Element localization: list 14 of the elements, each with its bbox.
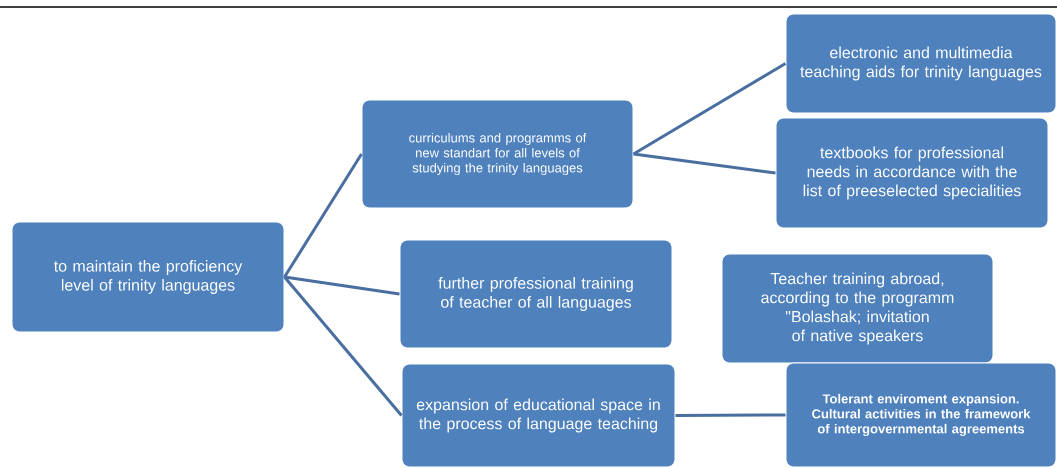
text-box: Tolerant enviroment expansion. Cultural activities in the framework of intergovernmental agreements bbox=[785, 362, 1057, 468]
connector-line bbox=[632, 62, 787, 156]
text-box: expansion of educational space in the process of language teaching bbox=[401, 363, 676, 468]
text-box: further professional training of teacher of all languages bbox=[399, 239, 673, 349]
text-box: to maintain the proficiency level of trinity languages bbox=[11, 221, 285, 333]
text-box: curriculums and programms of new standart for all levels of studying the trinity languages bbox=[361, 99, 634, 209]
connector-line bbox=[633, 152, 776, 175]
connector-line bbox=[675, 413, 786, 417]
text-box: Teacher training abroad, according to the programm "Bolashak; invitation of native speakers bbox=[721, 253, 994, 364]
text-box: textbooks for professional needs in accordance with the list of preeselected specialities bbox=[775, 117, 1049, 229]
text-box: electronic and multimedia teaching aids for trinity languages bbox=[785, 13, 1057, 114]
connector-line bbox=[283, 153, 363, 278]
connector-line bbox=[284, 275, 400, 296]
connector-line bbox=[283, 276, 403, 417]
